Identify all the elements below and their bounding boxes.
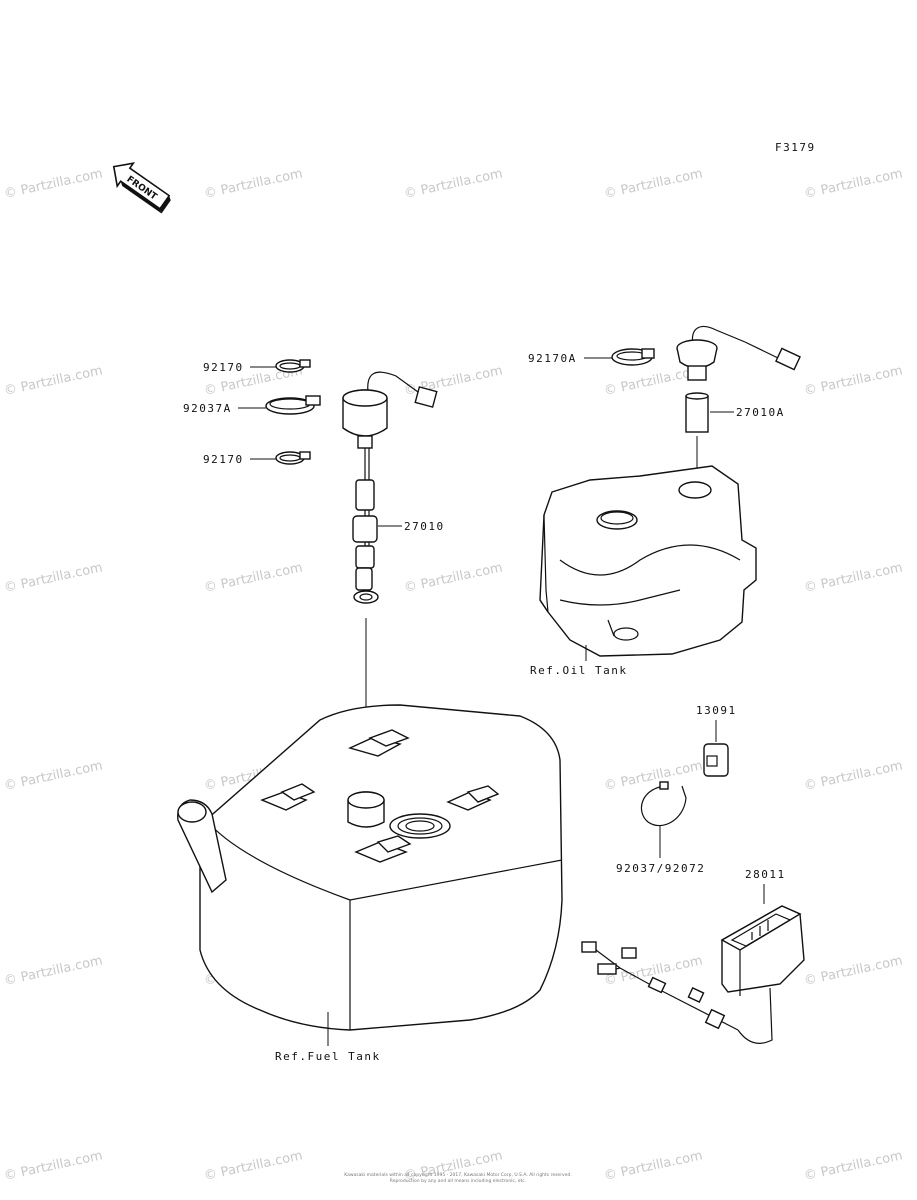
watermark: © Partzilla.com (803, 560, 904, 596)
watermark: © Partzilla.com (203, 560, 304, 596)
watermark: © Partzilla.com (603, 1148, 704, 1184)
clamp-92170-bottom (275, 451, 311, 465)
watermark: © Partzilla.com (803, 758, 904, 794)
meter-28011 (581, 905, 805, 1044)
label-27010: 27010 (404, 520, 445, 533)
footer-line-2: Reproduction by any and all means includ… (390, 1178, 526, 1184)
label-27010A: 27010A (736, 406, 785, 419)
label-28011: 28011 (745, 868, 786, 881)
watermark: © Partzilla.com (403, 560, 504, 596)
fuel-tank (177, 704, 563, 1031)
bracket-13091 (703, 743, 729, 777)
watermark: © Partzilla.com (3, 953, 104, 989)
clamp-92037A (265, 395, 321, 415)
label-92170A: 92170A (528, 352, 577, 365)
watermark: © Partzilla.com (203, 1148, 304, 1184)
watermark: © Partzilla.com (403, 166, 504, 202)
watermark: © Partzilla.com (3, 758, 104, 794)
label-13091: 13091 (696, 704, 737, 717)
label-92170-top: 92170 (203, 361, 244, 374)
clamp-92170A (611, 348, 655, 366)
watermark: © Partzilla.com (3, 363, 104, 399)
label-ref-oil-tank: Ref.Oil Tank (530, 664, 627, 677)
front-arrow-icon: FRONT (112, 162, 171, 214)
watermark: © Partzilla.com (803, 363, 904, 399)
clamp-92170-top (275, 359, 311, 373)
watermark: © Partzilla.com (3, 560, 104, 596)
label-92170-bottom: 92170 (203, 453, 244, 466)
watermark: © Partzilla.com (603, 166, 704, 202)
fuel-sender-27010 (342, 371, 438, 604)
watermark: © Partzilla.com (803, 1148, 904, 1184)
watermark: © Partzilla.com (203, 166, 304, 202)
watermark: © Partzilla.com (603, 758, 704, 794)
footer-line-1: Kawasaki materials within all copyright … (344, 1172, 572, 1178)
oil-sender-27010A (676, 325, 801, 433)
watermark: © Partzilla.com (3, 166, 104, 202)
label-92037A: 92037A (183, 402, 232, 415)
watermark-layer: © Partzilla.com © Partzilla.com © Partzill… (3, 166, 904, 1184)
watermark: © Partzilla.com (803, 953, 904, 989)
watermark: © Partzilla.com (3, 1148, 104, 1184)
watermark: © Partzilla.com (803, 166, 904, 202)
label-ref-fuel-tank: Ref.Fuel Tank (275, 1050, 381, 1063)
label-92037-92072: 92037/92072 (616, 862, 705, 875)
figure-code: F3179 (775, 141, 816, 154)
band-92037-92072 (640, 781, 687, 827)
oil-tank (539, 465, 757, 657)
